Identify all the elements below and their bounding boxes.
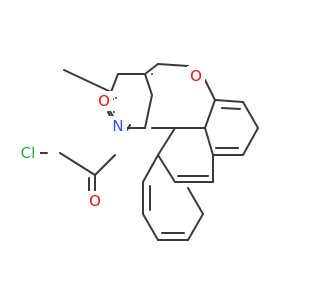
bond-layer: [26, 63, 259, 241]
label-bg-o-carbonyl: [86, 191, 104, 211]
naph-mid-3: [157, 154, 176, 183]
pyran-bond-5: [204, 99, 216, 129]
pyran-bond-4: [204, 79, 216, 101]
naph-bond-5: [204, 127, 214, 156]
benzo-5: [187, 213, 204, 241]
chlorine-label: Cl: [21, 144, 36, 162]
benzo-6: [187, 187, 204, 215]
isoxazolidine-oxygen-label: O: [98, 92, 110, 110]
naph-bond-2: [242, 101, 259, 129]
naph-mid-2: [157, 127, 176, 156]
ring5-bond-d: [144, 94, 153, 129]
carbonyl-oxygen-label: O: [89, 192, 101, 210]
bond-ch2-carbonyl: [59, 152, 96, 176]
bond-carbonyl-n: [94, 154, 116, 176]
ring5-bond-c: [144, 73, 153, 96]
label-bg-cl: [12, 143, 40, 163]
naph-bond-3: [242, 127, 259, 156]
label-bg-o-pyran: [187, 66, 205, 86]
nitrogen-label: N: [112, 117, 123, 135]
naph-bond-1: [214, 99, 244, 103]
bond-o-ch2: [63, 69, 112, 93]
benzo-1: [142, 154, 159, 183]
label-bg-n: [109, 116, 127, 136]
pyran-oxygen-label: O: [190, 67, 202, 85]
molecule-diagram: Cl O O N O: [12, 63, 259, 241]
naph-double-1: [221, 107, 241, 110]
label-bg-o-isox: [95, 91, 113, 111]
pyran-bond-1: [144, 63, 159, 75]
benzo-3: [142, 213, 159, 241]
atom-label-layer: Cl O O N O: [12, 66, 205, 211]
pyran-bond-2: [157, 63, 189, 67]
